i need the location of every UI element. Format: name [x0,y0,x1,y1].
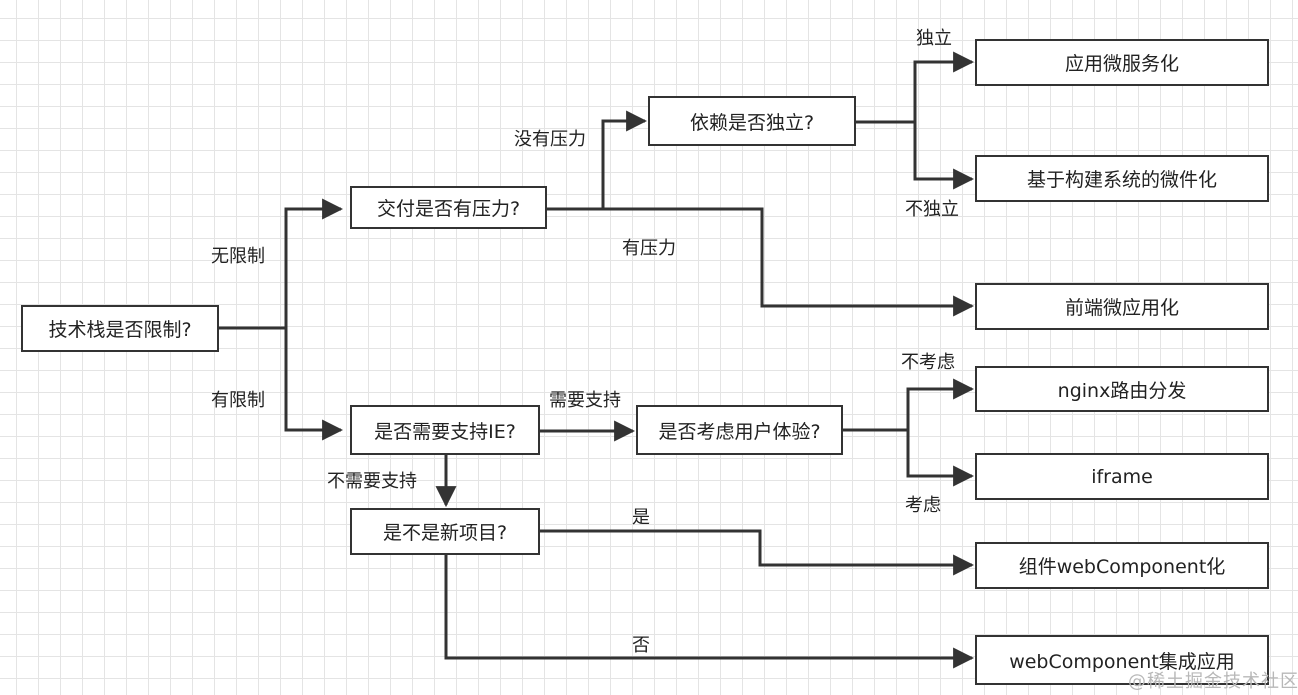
watermark: @稀土掘金技术社区 [1128,671,1298,692]
edge-depend-to-buildsystem [913,122,975,190]
node-user-experience: 是否考虑用户体验? [636,405,843,455]
label-unlimited: 无限制 [211,246,265,267]
edge-newproject-to-wccomponent [540,529,975,576]
edge-ux-to-nginx [843,378,975,432]
label-no-need-support: 不需要支持 [327,471,417,492]
label-consider: 考虑 [905,495,941,516]
node-frontend-micro-app: 前端微应用化 [975,283,1269,330]
node-support-ie: 是否需要支持IE? [350,405,540,455]
node-webcomponent-component: 组件webComponent化 [975,542,1269,589]
label-no: 否 [632,635,650,656]
node-new-project: 是不是新项目? [350,508,540,555]
label-no-pressure: 没有压力 [514,129,586,150]
label-limited: 有限制 [211,390,265,411]
node-tech-stack-limited: 技术栈是否限制? [21,305,219,352]
label-has-pressure: 有压力 [622,238,676,259]
node-delivery-pressure: 交付是否有压力? [350,186,547,229]
label-not-consider: 不考虑 [901,352,955,373]
label-yes: 是 [632,507,650,528]
edge-delivery-to-depend [547,110,648,211]
label-need-support: 需要支持 [549,390,621,411]
node-webcomponent-app: webComponent集成应用 [975,635,1269,685]
label-not-independent: 不独立 [905,199,959,220]
node-dependency-independent: 依赖是否独立? [648,96,856,146]
edge-delivery-to-frontend [603,207,975,317]
node-nginx-routing: nginx路由分发 [975,366,1269,412]
label-independent: 独立 [916,28,952,49]
edge-root-to-ie [284,328,344,441]
node-microservice: 应用微服务化 [975,39,1269,86]
edge-newproject-to-wcapp [444,555,975,669]
edge-depend-to-microservice [856,51,975,124]
edge-ux-to-iframe [906,430,975,487]
node-iframe: iframe [975,453,1269,500]
edge-root-to-delivery [219,198,344,330]
node-build-system-widget: 基于构建系统的微件化 [975,155,1269,202]
